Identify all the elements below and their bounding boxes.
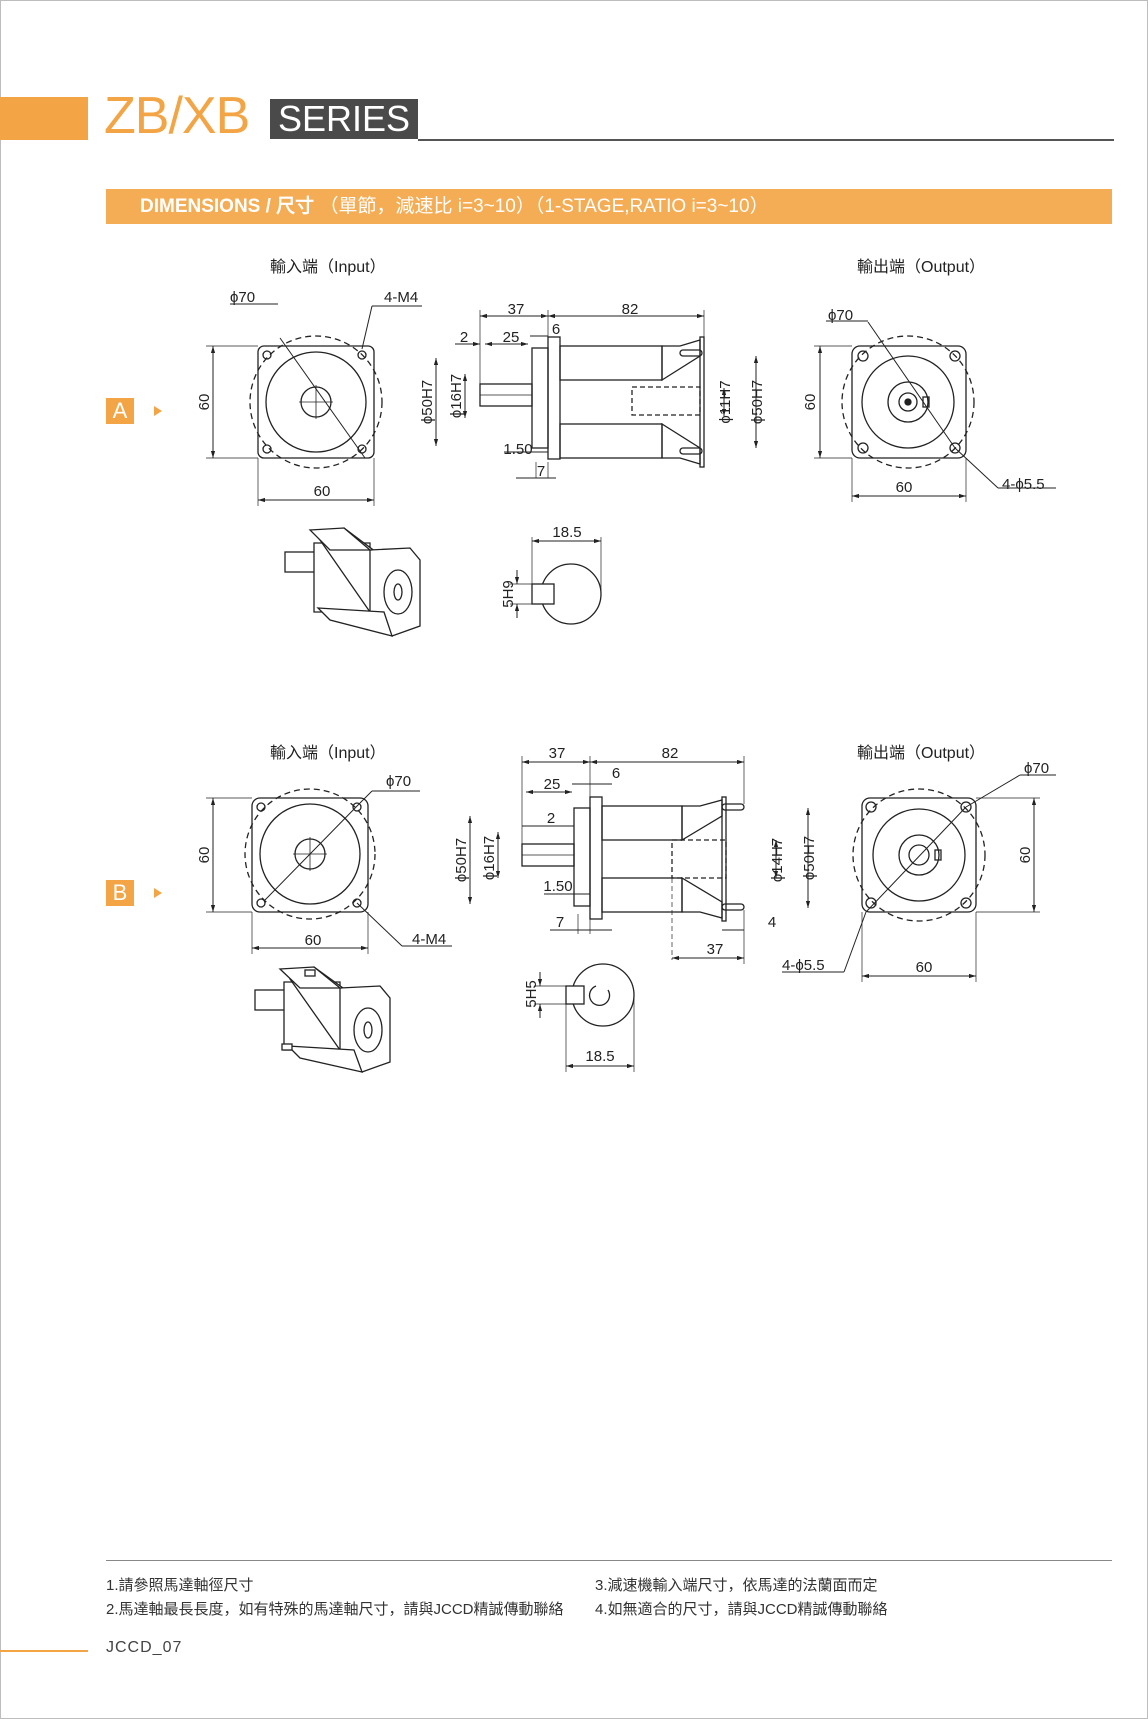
- section-a-side-view: [433, 310, 759, 479]
- note-1: 1.請參照馬達軸徑尺寸: [106, 1577, 254, 1594]
- note-4: 4.如無適合的尺寸，請與JCCD精誠傳動聯絡: [595, 1601, 888, 1618]
- b-side-phi16h7-label: ϕ16H7: [481, 836, 498, 880]
- b-side-4-label: 4: [768, 914, 776, 931]
- a-side-25-label: 25: [503, 329, 520, 346]
- brand-title: ZB/XB: [104, 87, 250, 145]
- a-output-height-label: 60: [802, 394, 819, 411]
- b-input-phi70-label: ϕ70: [386, 773, 411, 790]
- a-side-6-label: 6: [552, 321, 560, 338]
- a-input-phi70-label: ϕ70: [230, 289, 255, 306]
- b-side-25-label: 25: [544, 776, 561, 793]
- b-side-2-label: 2: [547, 810, 555, 827]
- a-side-82-label: 82: [622, 301, 639, 318]
- section-a-key-detail: [510, 537, 602, 625]
- section-b-marker: B: [106, 880, 134, 906]
- section-a-drawings: 輸入端（Input） 輸出端（Output） ϕ70 4-M4: [196, 258, 1056, 637]
- section-a-output-view: [814, 320, 1056, 502]
- section-a-output-title: 輸出端（Output）: [857, 258, 985, 276]
- b-side-phi50h7-left-label: ϕ50H7: [453, 838, 470, 882]
- dimensions-band-subtitle: （單節，減速比 i=3~10）（1-STAGE,RATIO i=3~10）: [319, 196, 769, 217]
- b-side-82-label: 82: [662, 745, 679, 762]
- section-a-input-title: 輸入端（Input）: [270, 258, 386, 276]
- b-key-width-label: 18.5: [585, 1048, 614, 1065]
- a-input-m4-label: 4-M4: [384, 289, 418, 306]
- b-output-width-label: 60: [916, 959, 933, 976]
- a-key-width-label: 18.5: [552, 524, 581, 541]
- section-b-output-view: [782, 774, 1056, 982]
- header-accent-bar: [0, 97, 88, 140]
- a-side-phi50h7-left-label: ϕ50H7: [419, 380, 436, 424]
- a-key-5h9-label: 5H9: [500, 580, 517, 608]
- b-output-height-label: 60: [1017, 847, 1034, 864]
- a-side-2-label: 2: [460, 329, 468, 346]
- footer-rule: [106, 1560, 1112, 1561]
- section-b-input-title: 輸入端（Input）: [270, 744, 386, 762]
- dimensions-band: DIMENSIONS / 尺寸 （單節，減速比 i=3~10）（1-STAGE,…: [106, 189, 1112, 224]
- b-side-7-label: 7: [556, 914, 564, 931]
- a-side-7-label: 7: [537, 463, 545, 480]
- b-side-6-label: 6: [612, 765, 620, 782]
- section-b-side-view: [467, 756, 811, 964]
- section-b-input-view: [206, 788, 452, 954]
- a-side-phi16h7-label: ϕ16H7: [448, 374, 465, 418]
- a-side-phi11h7-label: ϕ11H7: [717, 380, 734, 423]
- section-b-output-title: 輸出端（Output）: [857, 744, 985, 762]
- section-b-arrow-icon: [154, 888, 162, 898]
- page-number-rule: [0, 1650, 88, 1652]
- b-input-height-label: 60: [196, 847, 213, 864]
- section-a-marker: A: [106, 398, 134, 424]
- a-side-phi50h7-right-label: ϕ50H7: [749, 380, 766, 424]
- a-output-phi70-label: ϕ70: [828, 307, 853, 324]
- section-a-arrow-icon: [154, 406, 162, 416]
- section-b-key-detail: [534, 963, 635, 1072]
- dimensions-band-title: DIMENSIONS / 尺寸: [140, 196, 315, 217]
- b-side-37-label: 37: [549, 745, 566, 762]
- a-input-width-label: 60: [314, 483, 331, 500]
- b-input-m4-label: 4-M4: [412, 931, 446, 948]
- section-b-isometric-view: [254, 966, 391, 1073]
- a-side-37-label: 37: [508, 301, 525, 318]
- section-b-drawings: 輸入端（Input） 輸出端（Output） ϕ70 4-M4 60: [196, 744, 1056, 1073]
- page-number: JCCD_07: [106, 1639, 183, 1656]
- b-side-37b-label: 37: [707, 941, 724, 958]
- a-side-150-label: 1.50: [503, 441, 532, 458]
- b-key-5h5-label: 5H5: [523, 980, 540, 1008]
- b-input-width-label: 60: [305, 932, 322, 949]
- a-input-height-label: 60: [196, 394, 213, 411]
- header-rule: [418, 139, 1114, 141]
- section-a-input-view: [206, 303, 422, 506]
- a-output-width-label: 60: [896, 479, 913, 496]
- note-3: 3.減速機輸入端尺寸，依馬達的法蘭面而定: [595, 1577, 878, 1594]
- note-2: 2.馬達軸最長長度，如有特殊的馬達軸尺寸，請與JCCD精誠傳動聯絡: [106, 1601, 564, 1618]
- a-output-hole-label: 4-ϕ5.5: [1002, 476, 1045, 493]
- b-side-phi14h7-label: ϕ14H7: [769, 838, 786, 882]
- series-label: SERIES: [270, 99, 418, 139]
- b-side-150-label: 1.50: [543, 878, 572, 895]
- b-output-hole-label: 4-ϕ5.5: [782, 957, 825, 974]
- section-a-isometric-view: [284, 527, 421, 637]
- b-output-phi70-label: ϕ70: [1024, 760, 1049, 777]
- b-side-phi50h7-right-label: ϕ50H7: [801, 836, 818, 880]
